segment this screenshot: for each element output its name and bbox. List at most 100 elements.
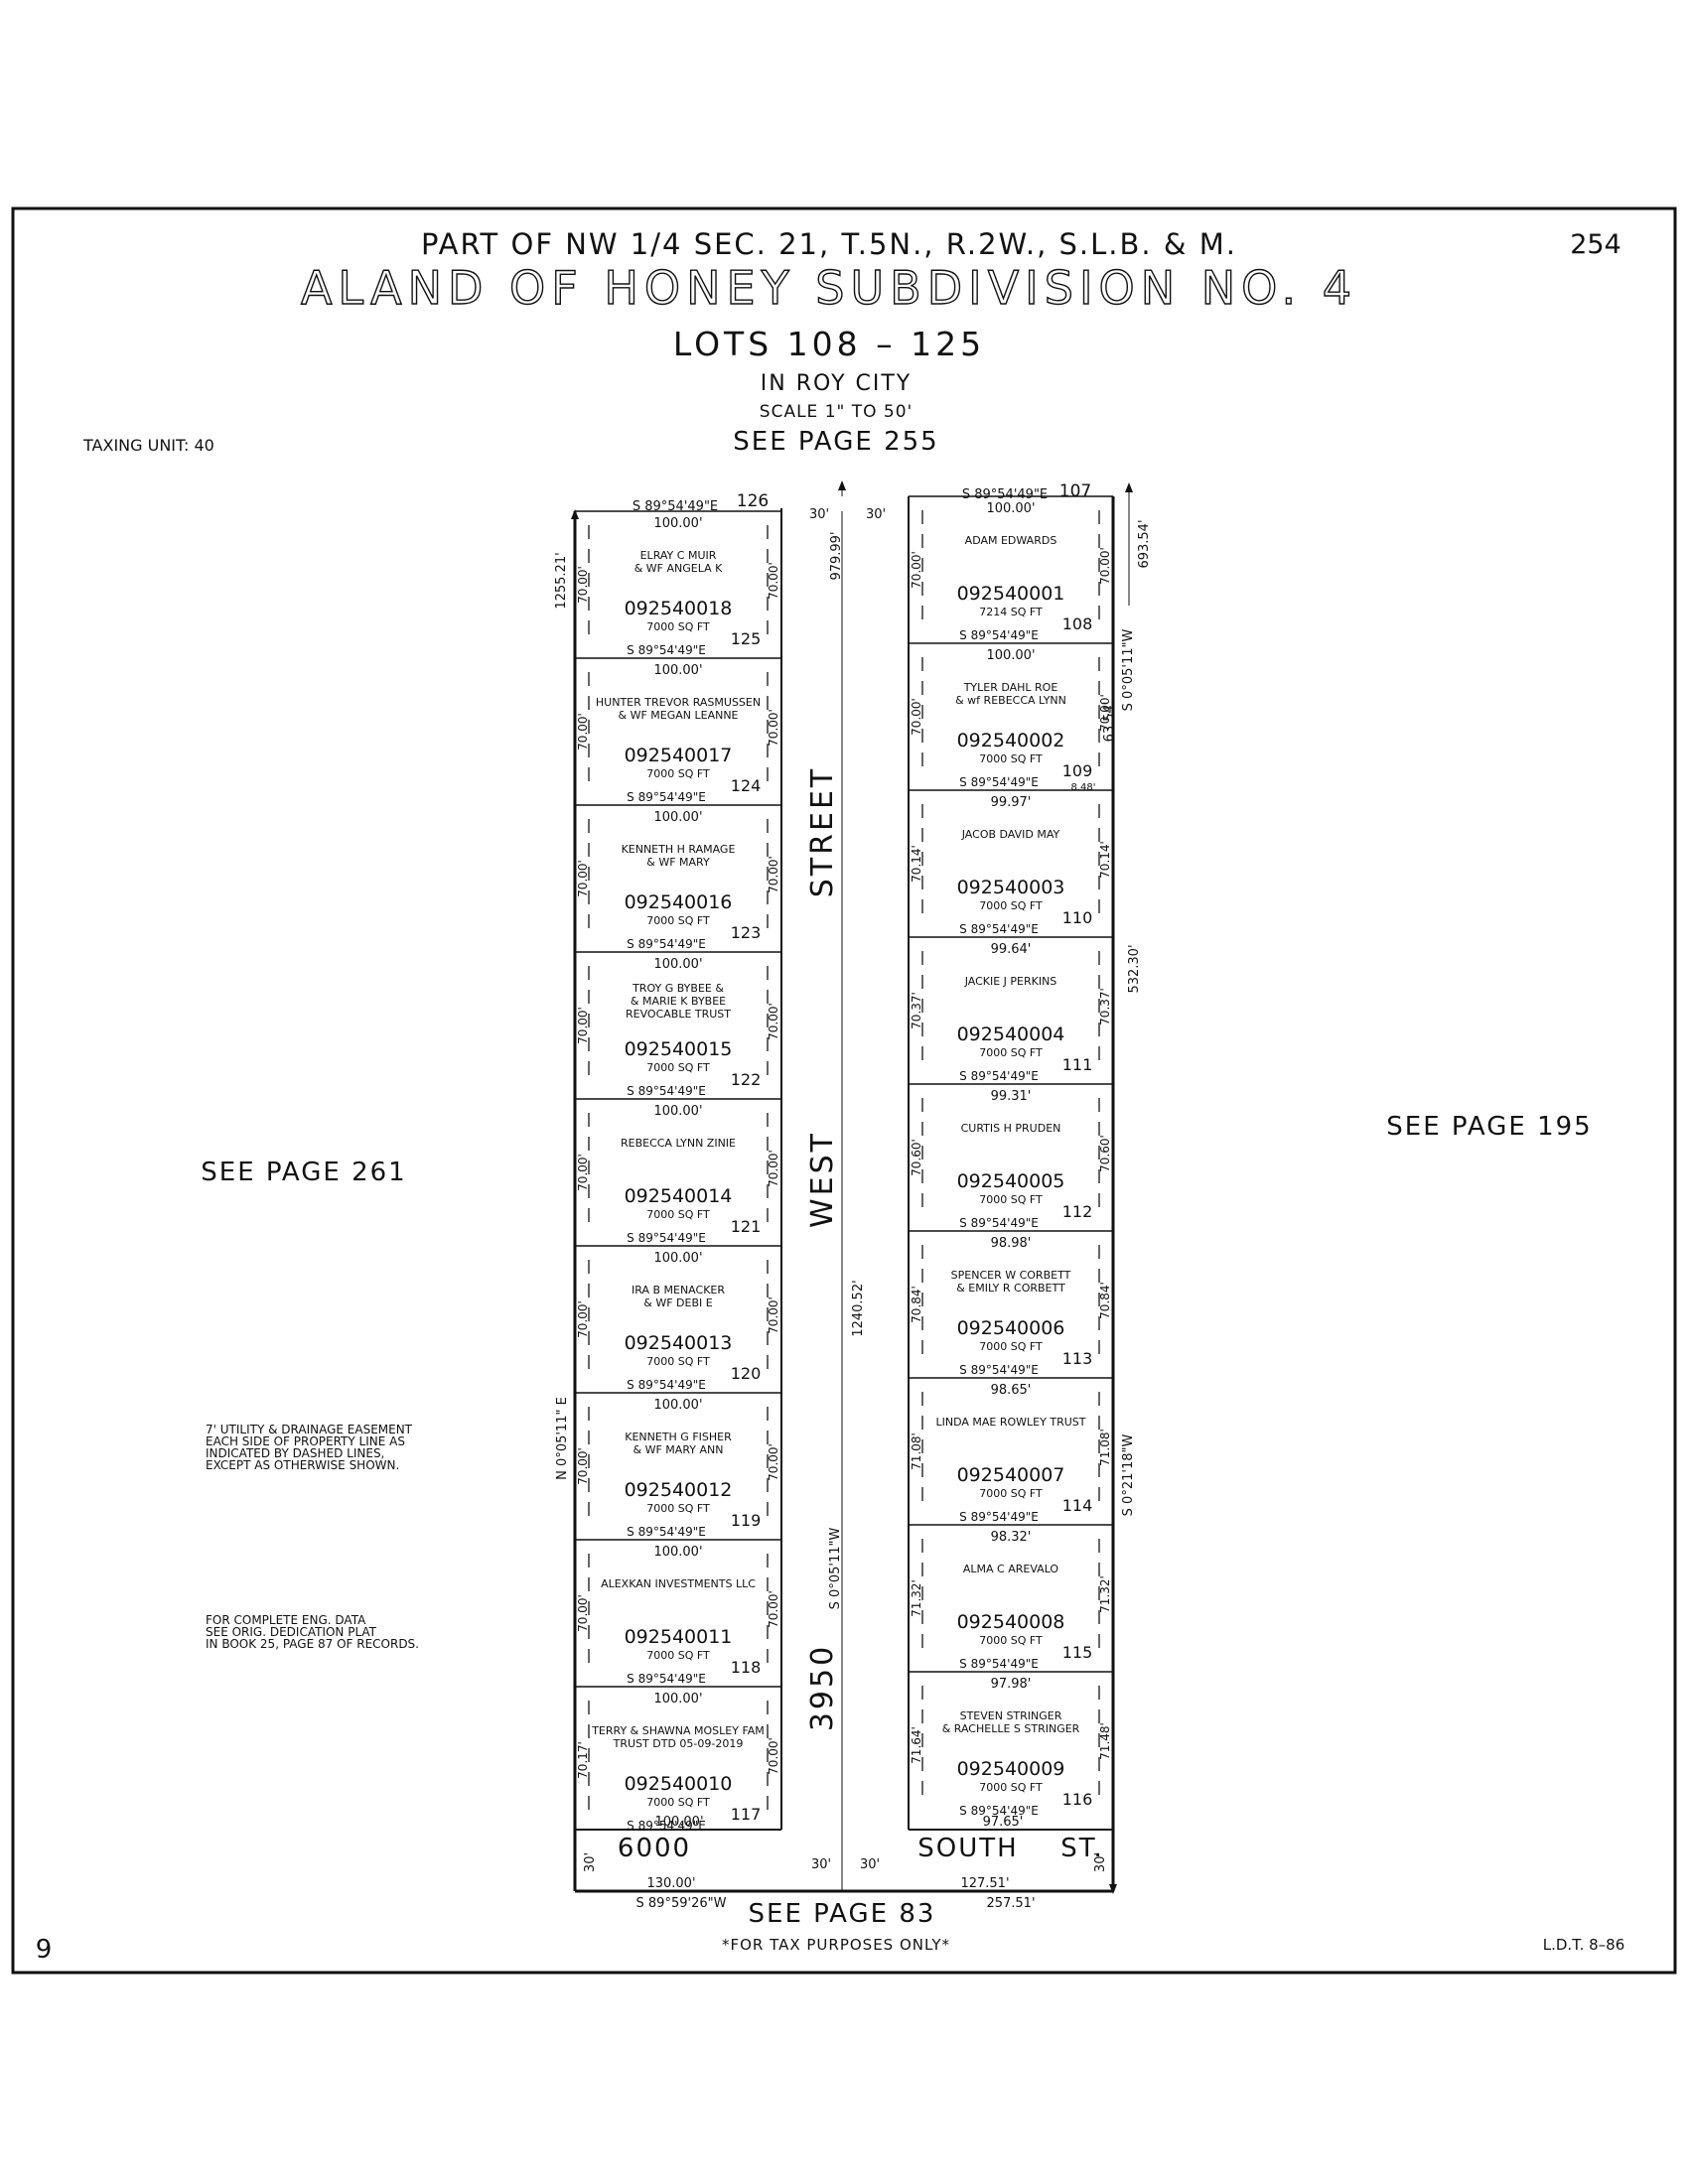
- lot-number: 110: [1062, 908, 1093, 927]
- owner-name: & WF DEBI E: [643, 1297, 712, 1309]
- parcel-number: 092540018: [625, 598, 733, 619]
- owner-name: & WF ANGELA K: [634, 562, 723, 575]
- parcel-number: 092540014: [625, 1185, 733, 1207]
- dim-693: 693.54': [1137, 519, 1152, 568]
- dim-979: 979.99': [829, 531, 844, 580]
- note-line: 7' UTILITY & DRAINAGE EASEMENT: [206, 1423, 413, 1436]
- lot-area: 7000 SQ FT: [979, 1781, 1043, 1794]
- parcel-number: 092540004: [957, 1024, 1065, 1045]
- parcel-number: 092540001: [957, 583, 1065, 605]
- lot-top-dim: 100.00': [986, 501, 1035, 516]
- lot-side-dim: 70.60': [910, 1139, 923, 1176]
- lot-area: 7000 SQ FT: [979, 752, 1043, 765]
- lot-bearing: S 89°54'49"E: [959, 1804, 1039, 1818]
- lot-side-dim: 71.08': [910, 1433, 923, 1470]
- lot-bearing: S 89°54'49"E: [959, 1216, 1039, 1230]
- owner-name: REBECCA LYNN ZINIE: [621, 1137, 736, 1150]
- owner-name: ADAM EDWARDS: [965, 534, 1057, 547]
- lot-bearing: S 89°54'49"E: [627, 643, 706, 657]
- lot-area: 7000 SQ FT: [979, 1046, 1043, 1059]
- parcel-number: 092540011: [625, 1626, 733, 1648]
- note-line: EACH SIDE OF PROPERTY LINE AS: [206, 1434, 405, 1448]
- owner-name: KENNETH H RAMAGE: [622, 843, 736, 856]
- lot-number: 108: [1062, 614, 1093, 633]
- parcel-number: 092540003: [957, 877, 1065, 898]
- lot-top-dim: 100.00': [653, 516, 702, 531]
- lot-bearing: S 89°54'49"E: [959, 1069, 1039, 1083]
- taxing-unit: TAXING UNIT: 40: [82, 436, 214, 455]
- parcel-number: 092540007: [957, 1464, 1065, 1486]
- parcel-number: 092540008: [957, 1611, 1065, 1633]
- lot-side-dim: 70.60': [1098, 1135, 1112, 1172]
- parcel-number: 092540016: [625, 891, 733, 913]
- lot-top-dim: 99.97': [991, 795, 1032, 810]
- bottom-130: 130.00': [646, 1876, 695, 1891]
- owner-name: KENNETH G FISHER: [625, 1431, 732, 1443]
- lot-side-dim: 70.14': [1098, 841, 1112, 879]
- lot-number: 114: [1062, 1496, 1093, 1515]
- lot-side-dim: 70.00': [767, 856, 780, 893]
- lot-top-dim: 99.31': [991, 1089, 1032, 1104]
- owner-name: & WF MARY: [646, 856, 710, 869]
- owner-name: JACKIE J PERKINS: [964, 975, 1057, 988]
- lot-top-dim: 100.00': [653, 663, 702, 678]
- owner-name: TERRY & SHAWNA MOSLEY FAM: [591, 1724, 765, 1737]
- lot-bearing: S 89°54'49"E: [959, 1363, 1039, 1377]
- dimension-texts: S 89°54'49"E S 89°54'49"E 126 107 30' 30…: [554, 481, 1152, 1911]
- lot-number: 120: [731, 1364, 762, 1383]
- lot-number: 115: [1062, 1643, 1093, 1662]
- lot-area: 7000 SQ FT: [979, 1340, 1043, 1353]
- lot-number: 124: [731, 776, 762, 795]
- street-word-street: STREET: [805, 766, 840, 897]
- lot-side-dim: 70.00': [576, 1154, 590, 1191]
- bearing-s00511w-b: S 0°05'11"W: [828, 1528, 843, 1610]
- owner-name: & MARIE K BYBEE: [631, 995, 726, 1008]
- lot-side-dim: 70.00': [767, 1737, 780, 1775]
- lot-top-dim: 100.00': [653, 1104, 702, 1119]
- west-street-label: 3950 WEST STREET: [805, 766, 840, 1731]
- parcel-number: 092540015: [625, 1038, 733, 1060]
- owner-name: ELRAY C MUIR: [640, 549, 717, 562]
- parcel-number: 092540010: [625, 1773, 733, 1795]
- owner-name: STEVEN STRINGER: [960, 1709, 1062, 1722]
- lot-bearing: S 89°54'49"E: [959, 1510, 1039, 1524]
- lot-area: 7000 SQ FT: [979, 1634, 1043, 1647]
- owner-name: CURTIS H PRUDEN: [961, 1122, 1061, 1135]
- dim-532: 532.30': [1127, 944, 1142, 993]
- lot-bearing: S 89°54'49"E: [959, 628, 1039, 642]
- lot-107: 107: [1059, 481, 1091, 501]
- lot-area: 7000 SQ FT: [646, 1208, 710, 1221]
- lot-bearing: S 89°54'49"E: [627, 1819, 706, 1833]
- row-30-2: 30': [866, 507, 886, 522]
- owner-name: REVOCABLE TRUST: [626, 1008, 731, 1021]
- bearing-s02118w: S 0°21'18"W: [1121, 1434, 1136, 1517]
- dim-848: 8.48': [1070, 782, 1095, 793]
- bottom-257: 257.51': [986, 1896, 1035, 1911]
- lot-top-dim: 100.00': [986, 648, 1035, 663]
- lot-area: 7000 SQ FT: [646, 620, 710, 633]
- street-word-st: ST.: [1060, 1834, 1104, 1863]
- lot-side-dim: 70.00': [576, 1300, 590, 1338]
- owner-name: TRUST DTD 05-09-2019: [613, 1737, 744, 1750]
- lot-top-dim: 100.00': [653, 957, 702, 972]
- lot-area: 7000 SQ FT: [646, 1796, 710, 1809]
- lot-area: 7000 SQ FT: [646, 1502, 710, 1515]
- lot-bearing: S 89°54'49"E: [627, 1084, 706, 1098]
- lot-area: 7214 SQ FT: [979, 606, 1043, 618]
- lot-area: 7000 SQ FT: [979, 1487, 1043, 1500]
- street-word-3950: 3950: [805, 1644, 840, 1731]
- lot-bearing: S 89°54'49"E: [959, 922, 1039, 936]
- lot-side-dim: 70.37': [910, 992, 923, 1029]
- lot-area: 7000 SQ FT: [979, 899, 1043, 912]
- lot-top-dim: 98.32': [991, 1530, 1032, 1545]
- lot-number: 121: [731, 1217, 762, 1236]
- top-bearing-left: S 89°54'49"E: [633, 499, 718, 514]
- note-line: EXCEPT AS OTHERWISE SHOWN.: [206, 1458, 399, 1472]
- note-line: FOR COMPLETE ENG. DATA: [206, 1613, 366, 1627]
- owner-name: & EMILY R CORBETT: [956, 1282, 1065, 1295]
- lot-bearing: S 89°54'49"E: [627, 937, 706, 951]
- lot-side-dim: 71.32': [910, 1579, 923, 1617]
- lot-top-dim: 99.64': [991, 942, 1032, 957]
- lot-number: 113: [1062, 1349, 1093, 1368]
- owner-name: ALEXKAN INVESTMENTS LLC: [601, 1577, 756, 1590]
